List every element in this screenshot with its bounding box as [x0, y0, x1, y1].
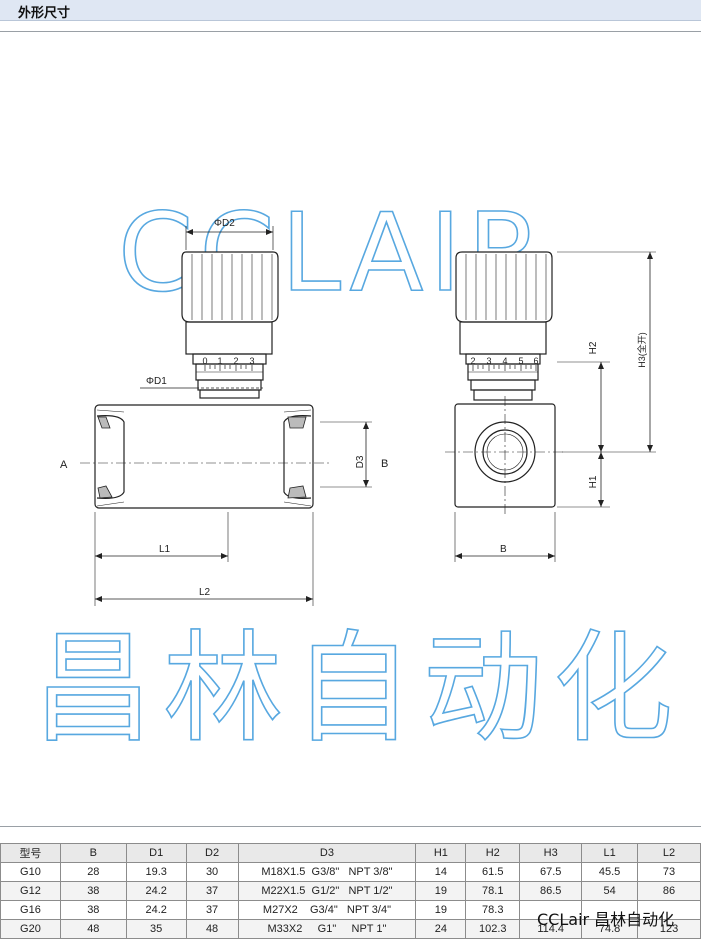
table-cell: M18X1.5 G3/8" NPT 3/8" — [237, 862, 417, 882]
corner-watermark: CCLair 昌林自动化 — [537, 910, 675, 929]
table-cell: 38 — [59, 881, 127, 901]
col-header: D2 — [185, 843, 239, 863]
table-cell: M27X2 G3/4" NPT 3/4" — [237, 900, 417, 920]
col-header: L2 — [637, 843, 701, 863]
frame-bottom-rule — [0, 826, 701, 827]
table-cell: 45.5 — [581, 862, 639, 882]
table-cell: 123 — [637, 919, 701, 939]
table-cell: 19 — [415, 881, 467, 901]
table-cell: 37 — [185, 900, 239, 920]
table-cell: G10 — [0, 862, 61, 882]
table-cell: 73 — [637, 862, 701, 882]
table-cell: 102.3 — [465, 919, 521, 939]
front-scale-ticks — [204, 365, 253, 371]
table-cell: 86.5 — [519, 881, 583, 901]
front-scale-1: 1 — [217, 356, 222, 366]
company-watermark: 昌林自动化 — [33, 620, 683, 759]
side-scale-6: 6 — [533, 356, 538, 366]
label-h1: H1 — [588, 475, 599, 488]
label-d3: D3 — [355, 455, 366, 468]
col-header: D1 — [125, 843, 187, 863]
side-scale-5: 5 — [518, 356, 523, 366]
label-h3: H3(全开) — [636, 332, 647, 368]
table-row: G12 38 24.2 37 M22X1.5 G1/2" NPT 1/2" 19… — [0, 881, 701, 901]
front-body — [94, 404, 314, 509]
front-scale-0: 0 — [202, 356, 207, 366]
table-cell: G12 — [0, 881, 61, 901]
col-header: L1 — [581, 843, 639, 863]
table-cell: 28 — [59, 862, 127, 882]
table-cell: 48 — [185, 919, 239, 939]
label-phi-d1: ΦD1 — [146, 376, 167, 387]
label-b-width: B — [500, 544, 507, 555]
label-h2: H2 — [588, 341, 599, 354]
col-header: H2 — [465, 843, 521, 863]
label-phi-d2: ΦD2 — [214, 218, 235, 229]
table-cell: 38 — [59, 900, 127, 920]
col-header: H3 — [519, 843, 583, 863]
table-cell: 114.4 — [519, 919, 583, 939]
table-cell: 48 — [59, 919, 127, 939]
thread-hatching — [97, 416, 307, 499]
section-title: 外形尺寸 — [18, 6, 71, 21]
table-cell: 19 — [415, 900, 467, 920]
table-cell: 74.8 — [581, 919, 639, 939]
side-scale-3: 3 — [486, 356, 491, 366]
table-cell: 24 — [415, 919, 467, 939]
col-header: 型号 — [0, 843, 61, 863]
table-cell: 37 — [185, 881, 239, 901]
label-port-a: A — [60, 459, 68, 471]
col-header: D3 — [237, 843, 417, 863]
section-header: 外形尺寸 — [0, 0, 701, 21]
table-cell: 24.2 — [125, 881, 187, 901]
table-row: G10 28 19.3 30 M18X1.5 G3/8" NPT 3/8" 14… — [0, 862, 701, 882]
label-l2: L2 — [199, 587, 211, 598]
table-cell: 14 — [415, 862, 467, 882]
table-cell: 35 — [125, 919, 187, 939]
table-cell: G20 — [0, 919, 61, 939]
table-row: G16 38 24.2 37 M27X2 G3/4" NPT 3/4" 19 7… — [0, 900, 701, 920]
table-cell: 24.2 — [125, 900, 187, 920]
table-header-row: 型号 B D1 D2 D3 H1 H2 H3 L1 L2 — [0, 843, 701, 863]
col-header: B — [59, 843, 127, 863]
table-cell: 67.5 — [519, 862, 583, 882]
table-cell: 54 — [581, 881, 639, 901]
table-cell: 19.3 — [125, 862, 187, 882]
dimension-table: 型号 B D1 D2 D3 H1 H2 H3 L1 L2 G10 28 19.3… — [0, 843, 701, 939]
front-scale-2: 2 — [233, 356, 238, 366]
dimension-drawing: CCLAIR — [32, 190, 683, 760]
front-knob — [181, 251, 279, 399]
frame-top-rule — [0, 31, 701, 32]
table-cell: M22X1.5 G1/2" NPT 1/2" — [237, 881, 417, 901]
table-cell: 30 — [185, 862, 239, 882]
table-cell: M33X2 G1" NPT 1" — [237, 919, 417, 939]
label-port-b: B — [381, 458, 388, 470]
side-scale-2: 2 — [470, 356, 475, 366]
table-cell: 86 — [637, 881, 701, 901]
table-cell: 78.3 — [465, 900, 521, 920]
side-knob — [455, 251, 553, 401]
table-cell: 78.1 — [465, 881, 521, 901]
side-scale-4: 4 — [502, 356, 507, 366]
table-row: G20 48 35 48 M33X2 G1" NPT 1" 24 102.3 1… — [0, 919, 701, 939]
col-header: H1 — [415, 843, 467, 863]
label-l1: L1 — [159, 544, 171, 555]
front-scale-3: 3 — [249, 356, 254, 366]
table-cell: G16 — [0, 900, 61, 920]
side-scale-ticks — [472, 365, 537, 371]
table-cell: 61.5 — [465, 862, 521, 882]
